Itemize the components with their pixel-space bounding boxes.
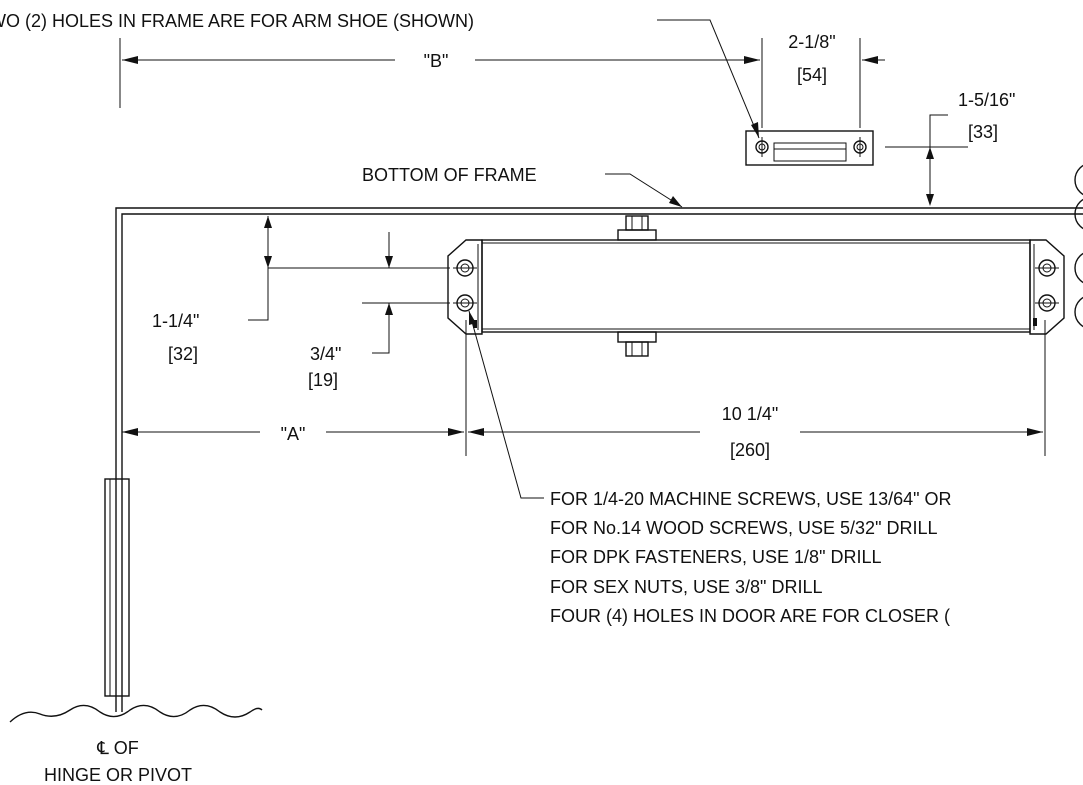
cl-of: ℄ OF <box>96 738 139 758</box>
dim-b-label: "B" <box>424 51 449 71</box>
dimension-shoe-width: 2-1/8" [54] <box>738 32 885 128</box>
dimension-a-and-length: "A" 10 1/4" [260] <box>122 320 1046 460</box>
break-line <box>9 704 263 723</box>
hinge <box>104 478 130 697</box>
door-frame <box>115 207 1083 712</box>
dimension-top-offset: 1-1/4" [32] <box>152 216 450 364</box>
arm-shoe <box>745 130 874 166</box>
centerline-label: ℄ OF HINGE OR PIVOT <box>44 738 192 785</box>
bottom-of-frame-label: BOTTOM OF FRAME <box>362 165 537 185</box>
note-line-5: FOUR (4) HOLES IN DOOR ARE FOR CLOSER ( <box>550 606 950 626</box>
hole-spacing-mm: [19] <box>308 370 338 390</box>
shoe-offset-mm: [33] <box>968 122 998 142</box>
note-line-4: FOR SEX NUTS, USE 3/8" DRILL <box>550 577 822 597</box>
bottom-of-frame-note: BOTTOM OF FRAME <box>362 165 683 208</box>
note-line-2: FOR No.14 WOOD SCREWS, USE 5/32" DRILL <box>550 518 937 538</box>
arm-shoe-note-text: TWO (2) HOLES IN FRAME ARE FOR ARM SHOE … <box>0 11 474 31</box>
arm-shoe-note: TWO (2) HOLES IN FRAME ARE FOR ARM SHOE … <box>0 11 760 139</box>
shoe-offset-in: 1-5/16" <box>958 90 1015 110</box>
door-closer <box>447 215 1065 357</box>
note-line-1: FOR 1/4-20 MACHINE SCREWS, USE 13/64" OR <box>550 489 952 509</box>
hinge-or-pivot: HINGE OR PIVOT <box>44 765 192 785</box>
callout-balloons <box>1074 164 1083 328</box>
hole-spacing-in: 3/4" <box>310 344 341 364</box>
note-line-3: FOR DPK FASTENERS, USE 1/8" DRILL <box>550 547 881 567</box>
dimension-b: "B" <box>119 38 763 128</box>
drill-notes: FOR 1/4-20 MACHINE SCREWS, USE 13/64" OR… <box>468 310 952 626</box>
closer-length-mm: [260] <box>730 440 770 460</box>
closer-length-in: 10 1/4" <box>722 404 778 424</box>
top-offset-in: 1-1/4" <box>152 311 199 331</box>
dimension-hole-spacing: 3/4" [19] <box>308 232 450 390</box>
dim-a-label: "A" <box>281 424 306 444</box>
shoe-width-in: 2-1/8" <box>788 32 835 52</box>
top-offset-mm: [32] <box>168 344 198 364</box>
shoe-width-mm: [54] <box>797 65 827 85</box>
dimension-shoe-offset: 1-5/16" [33] <box>885 90 1015 206</box>
